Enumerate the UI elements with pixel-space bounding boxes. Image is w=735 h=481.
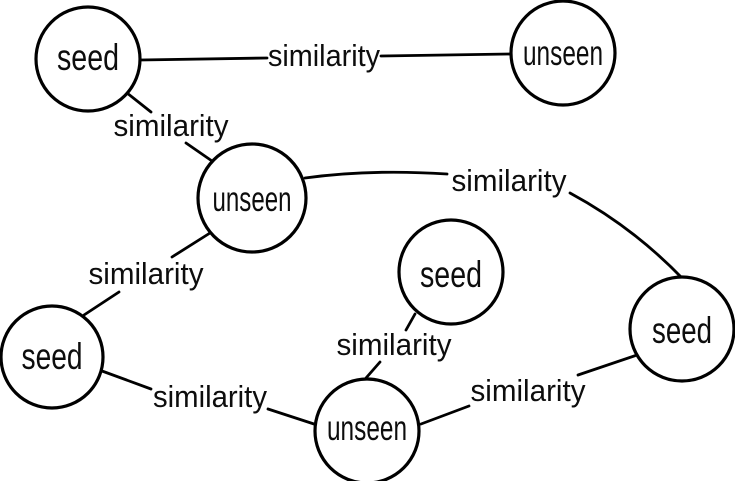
node-circle [628,275,735,383]
edge-line-segment [404,312,417,332]
edge-unseen-bottom--seed-right: similarity [419,353,639,426]
node-label: unseen [327,409,407,448]
node-label: seed [22,336,83,377]
node-unseen-bottom: unseen [313,377,421,481]
edge-similarity-label: similarity [268,38,380,73]
node-seed-right: seed [628,275,735,383]
node-circle [397,218,505,326]
node-label: unseen [213,180,292,219]
edge-line-segment [419,404,471,426]
edge-curve-segment [568,191,685,281]
edge-similarity-label: similarity [89,256,204,291]
node-circle [0,304,105,410]
edge-seed-top-left--unseen-top-right: similarity [138,38,513,73]
edge-line-segment [100,369,153,391]
node-label: unseen [523,34,603,73]
node-seed-top-left: seed [34,5,142,113]
edge-seed-middle--unseen-bottom: similarity [337,312,452,380]
node-unseen-middle: unseen [196,142,308,254]
node-seed-bottom-left: seed [0,304,105,410]
node-label: seed [57,37,119,78]
node-circle [196,142,308,254]
edge-seed-bottom-left--unseen-bottom: similarity [100,369,316,426]
edge-line-segment [82,290,121,317]
edge-line-segment [138,56,269,62]
edge-similarity-label: similarity [337,327,452,362]
edge-line-segment [125,91,153,114]
node-circle [34,5,142,113]
node-circle [313,377,421,481]
node-label: seed [652,310,712,351]
edge-similarity-label: similarity [471,373,586,408]
edge-similarity-label: similarity [114,108,229,143]
edge-seed-top-left--unseen-middle: similarity [114,91,229,163]
edge-line-segment [576,353,639,377]
node-unseen-top-right: unseen [509,0,617,107]
edge-unseen-middle--seed-bottom-left: similarity [82,231,212,317]
node-label: seed [420,254,482,295]
edge-similarity-label: similarity [153,379,267,414]
edge-line-segment [184,141,214,163]
edge-line-segment [303,170,449,180]
edge-line-segment [364,360,382,380]
edge-unseen-middle--seed-right: similarity [303,163,685,281]
node-seed-middle: seed [397,218,505,326]
edge-line-segment [266,407,316,426]
edge-similarity-label: similarity [452,163,567,198]
edge-line-segment [170,231,212,259]
edge-line-segment [379,52,513,58]
node-circle [509,0,617,107]
